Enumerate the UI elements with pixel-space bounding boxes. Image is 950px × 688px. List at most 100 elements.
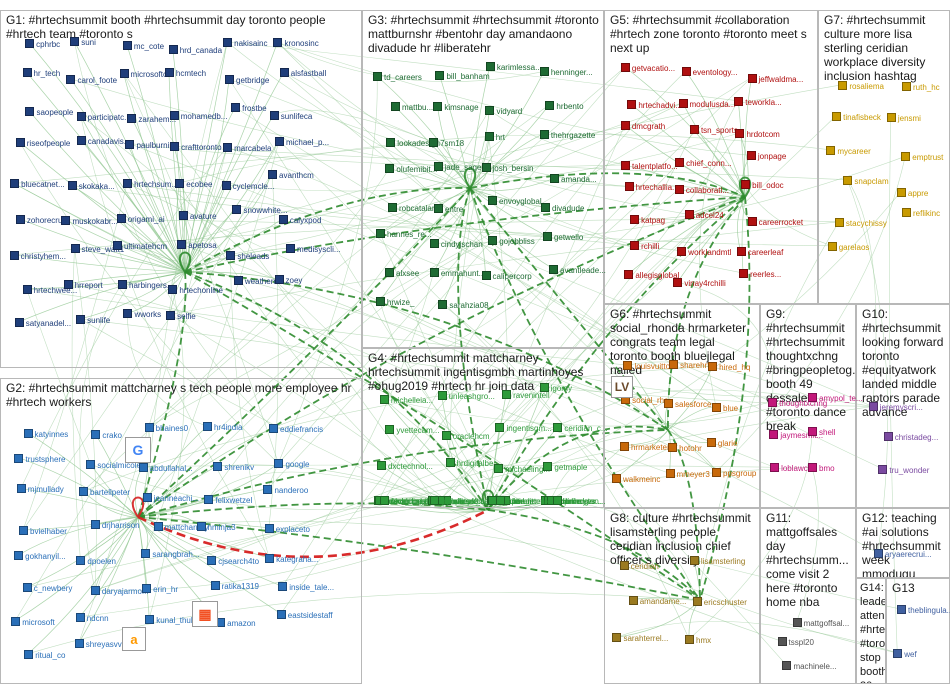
graph-node[interactable]: modulusda... — [679, 99, 736, 109]
graph-node[interactable]: entre — [434, 204, 463, 214]
graph-node[interactable]: mc_cote — [123, 41, 164, 51]
graph-node[interactable]: michael_p... — [275, 137, 329, 147]
graph-node[interactable]: sunlife — [76, 315, 110, 325]
graph-node[interactable]: reflikinc — [902, 208, 940, 218]
graph-node[interactable]: theblingula... — [897, 605, 950, 615]
graph-node[interactable]: wworks — [123, 309, 161, 319]
graph-node[interactable]: karimlessa... — [486, 62, 542, 72]
graph-node[interactable]: felixwetzel — [204, 495, 252, 505]
graph-node[interactable]: vinay4rchilli — [673, 278, 725, 288]
graph-node[interactable]: hrd_canada — [169, 45, 222, 55]
graph-node[interactable]: yvettecam... — [385, 425, 439, 435]
graph-node[interactable]: louisvuitton — [623, 361, 674, 371]
graph-node[interactable]: apetosa — [177, 240, 216, 250]
graph-node[interactable]: crafttoronto — [170, 142, 221, 152]
graph-node[interactable]: amazon — [216, 618, 255, 628]
graph-node[interactable]: ecobee — [175, 179, 212, 189]
graph-node[interactable]: avature — [179, 211, 217, 221]
graph-node[interactable]: jonpage — [747, 151, 786, 161]
graph-node[interactable]: lisamsterling — [690, 556, 745, 566]
graph-node[interactable]: calipercorp — [482, 271, 532, 281]
graph-node[interactable]: walkmeinc — [612, 474, 660, 484]
graph-node[interactable]: avanthcm — [268, 170, 314, 180]
graph-node[interactable]: appre — [897, 188, 928, 198]
graph-node[interactable]: rosaliema — [838, 81, 884, 91]
graph-node[interactable]: medisyscli... — [286, 244, 341, 254]
graph-node[interactable]: open_mente... — [496, 496, 558, 506]
graph-node[interactable]: michelleia... — [380, 395, 433, 405]
graph-node[interactable]: hired_hq — [708, 362, 750, 372]
graph-node[interactable]: frostbe — [231, 103, 266, 113]
graph-node[interactable]: sharehrt — [669, 360, 709, 370]
graph-node[interactable]: robcatalano — [388, 203, 441, 213]
graph-node[interactable]: amandame... — [629, 596, 687, 606]
graph-node[interactable]: 7sm18 — [429, 138, 464, 148]
graph-node[interactable]: envoyglobal — [488, 196, 542, 206]
graph-node[interactable]: tru_wonder — [878, 465, 929, 475]
graph-node[interactable]: jjdilore — [430, 496, 464, 506]
graph-node[interactable]: emptrust — [901, 152, 943, 162]
graph-node[interactable]: ceridian — [620, 561, 659, 571]
graph-node[interactable]: microsoft — [11, 617, 54, 627]
graph-node[interactable]: sunlifeca — [270, 111, 313, 121]
graph-node[interactable]: sarahterrel... — [612, 633, 668, 643]
graph-node[interactable]: getmaple — [543, 462, 587, 472]
graph-node[interactable]: teworkla... — [734, 97, 781, 107]
graph-node[interactable]: machinele... — [782, 661, 836, 671]
graph-node[interactable]: alsfastball — [280, 68, 327, 78]
graph-node[interactable]: bill_banham — [435, 71, 489, 81]
graph-node[interactable]: inside_tale... — [278, 582, 334, 592]
microsoft-logo[interactable]: ▦ — [192, 601, 218, 627]
graph-node[interactable]: hmx — [685, 635, 711, 645]
graph-node[interactable]: sarahzia08 — [438, 300, 488, 310]
graph-node[interactable]: recruitingd... — [380, 496, 435, 506]
graph-node[interactable]: jeanneachi... — [143, 493, 199, 503]
graph-node[interactable]: bluecatnet... — [10, 179, 65, 189]
graph-node[interactable]: hrdotcom — [735, 129, 779, 139]
graph-node[interactable]: ruth_hc — [902, 82, 940, 92]
graph-node[interactable]: selfie — [166, 311, 196, 321]
graph-node[interactable]: henninger... — [540, 67, 593, 77]
graph-node[interactable]: divadude — [541, 203, 584, 213]
graph-node[interactable]: mmeyer3 — [666, 469, 710, 479]
graph-node[interactable]: loblawco — [770, 463, 812, 473]
graph-node[interactable]: cindyjschan — [430, 239, 483, 249]
graph-node[interactable]: salesforce — [664, 399, 711, 409]
graph-node[interactable]: shreyasvvp — [75, 639, 126, 649]
graph-node[interactable]: saopeople — [25, 107, 73, 117]
graph-node[interactable]: calyxpod — [279, 215, 322, 225]
graph-node[interactable]: rchilli — [630, 241, 659, 251]
graph-node[interactable]: ppsgroup — [712, 468, 756, 478]
graph-node[interactable]: ceridian_c... — [553, 423, 607, 433]
graph-node[interactable]: unleashgro... — [438, 391, 495, 401]
graph-node[interactable]: bmo — [808, 463, 835, 473]
graph-node[interactable]: hotohr — [668, 443, 702, 453]
graph-node[interactable]: hr4india — [203, 422, 242, 432]
graph-node[interactable]: mycareer — [826, 146, 870, 156]
graph-node[interactable]: td_careers — [373, 72, 422, 82]
graph-node[interactable]: crako — [91, 430, 122, 440]
graph-node[interactable]: hannes_re... — [376, 229, 431, 239]
graph-node[interactable]: jeffwaldma... — [748, 74, 804, 84]
graph-node[interactable]: getbridge — [225, 75, 269, 85]
graph-node[interactable]: cyclemcle... — [222, 181, 275, 191]
graph-node[interactable]: tsspl20 — [778, 637, 814, 647]
graph-node[interactable]: carol_foote — [66, 75, 117, 85]
graph-node[interactable]: wef — [893, 649, 916, 659]
graph-node[interactable]: amypol_te... — [808, 393, 863, 403]
graph-node[interactable]: hrmarketer — [620, 442, 670, 452]
google-logo[interactable]: G — [125, 437, 151, 463]
graph-node[interactable]: participatc... — [77, 112, 131, 122]
graph-node[interactable]: hrwize_ — [376, 297, 415, 307]
graph-node[interactable]: erin_hr — [142, 584, 178, 594]
graph-node[interactable]: jade_sage... — [434, 162, 489, 172]
graph-node[interactable]: trustsphere — [14, 454, 65, 464]
graph-node[interactable]: thehrgazette — [540, 130, 595, 140]
graph-node[interactable]: shrenikv — [213, 462, 254, 472]
graph-node[interactable]: kategraha... — [265, 554, 318, 564]
graph-node[interactable]: vidyard — [485, 106, 522, 116]
graph-node[interactable]: katyinnes — [24, 429, 69, 439]
graph-node[interactable]: getvacatio... — [621, 63, 675, 73]
graph-node[interactable]: hrt — [485, 132, 505, 142]
graph-node[interactable]: igomy — [540, 383, 572, 393]
